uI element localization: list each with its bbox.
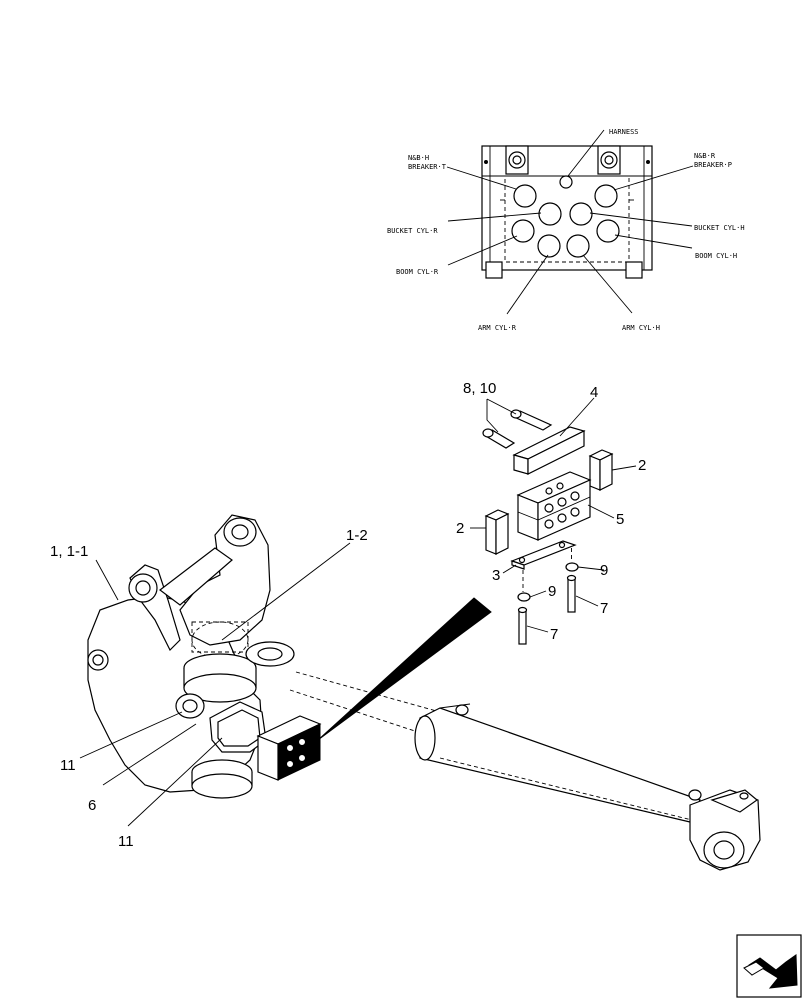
callout-6: 6 (88, 797, 96, 814)
callout-8-10: 8, 10 (463, 380, 496, 397)
callout-7-right: 7 (600, 600, 608, 617)
plate-3 (510, 540, 577, 570)
label-boom-cyl-r: BOOM CYL·R (396, 268, 439, 276)
callout-7-left: 7 (550, 626, 558, 643)
bolt-7-left (517, 606, 528, 645)
detail-pointer (317, 597, 492, 741)
swivel-assembly (87, 514, 441, 799)
callout-9-right: 9 (600, 562, 608, 579)
hydraulic-cylinder (414, 703, 761, 871)
bolt-8-10 (482, 409, 553, 449)
port-block-diagram: HARNESS N&B·H BREAKER·T N&B·R BREAKER·P … (387, 128, 745, 332)
bolt-7-right (566, 574, 577, 613)
label-arm-cyl-r: ARM CYL·R (478, 324, 517, 332)
label-bucket-cyl-h: BUCKET CYL·H (694, 224, 745, 232)
washer-9-left (517, 592, 531, 602)
callout-4: 4 (590, 384, 598, 401)
clamp-block-5 (516, 471, 592, 541)
label-breaker-p: BREAKER·P (694, 161, 732, 169)
exploded-parts (482, 409, 614, 645)
callout-11-lower: 11 (118, 833, 134, 850)
callout-9-left: 9 (548, 583, 556, 600)
label-nb-h: N&B·H (408, 154, 429, 162)
spacer-2-right (588, 449, 614, 491)
callout-2-right: 2 (638, 457, 646, 474)
washer-9-right (565, 562, 579, 572)
label-bucket-cyl-r: BUCKET CYL·R (387, 227, 438, 235)
label-nb-r: N&B·R (694, 152, 716, 160)
callout-1-1-1: 1, 1-1 (50, 543, 88, 560)
callout-3: 3 (492, 567, 500, 584)
label-arm-cyl-h: ARM CYL·H (622, 324, 660, 332)
callout-11-upper: 11 (60, 757, 76, 774)
callout-1-2: 1-2 (346, 527, 368, 544)
spacer-2-left (484, 509, 510, 555)
callout-5: 5 (616, 511, 624, 528)
label-boom-cyl-h: BOOM CYL·H (695, 252, 737, 260)
label-harness: HARNESS (609, 128, 639, 136)
label-breaker-t: BREAKER·T (408, 163, 447, 171)
bar-4 (512, 426, 586, 475)
leader-lines (79, 397, 637, 827)
callout-numbers: 8, 10 4 2 2 5 3 9 9 7 7 1-2 1, 1-1 11 6 … (50, 380, 646, 850)
callout-2-left: 2 (456, 520, 464, 537)
next-page-arrow-icon[interactable] (736, 934, 802, 998)
